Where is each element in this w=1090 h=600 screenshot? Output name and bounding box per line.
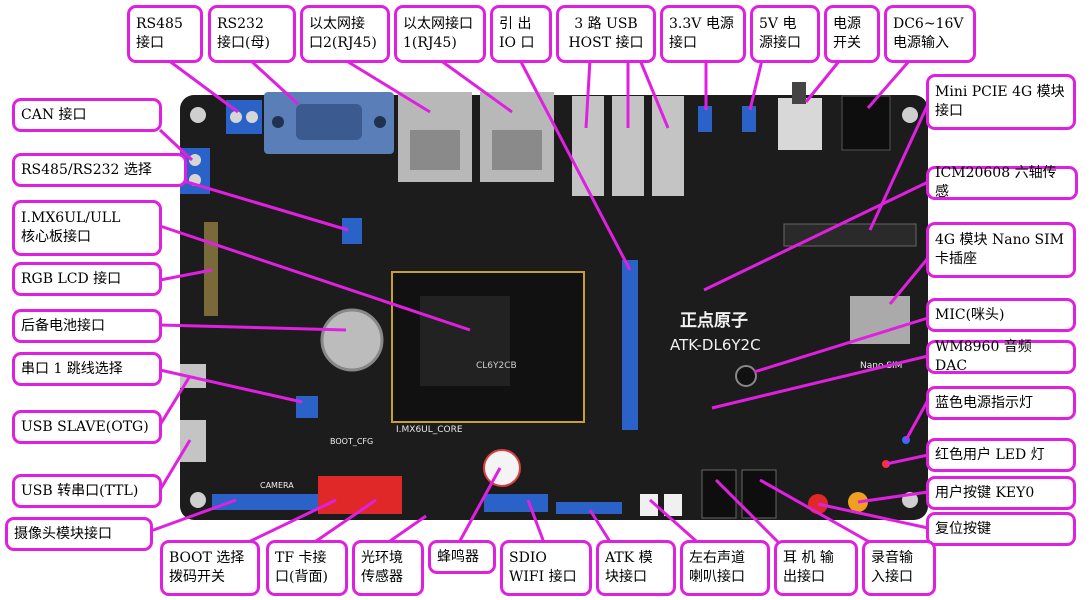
camera-header: [212, 494, 320, 510]
jumper-5v: [742, 106, 756, 132]
callout-usb-slave: USB SLAVE(OTG): [12, 410, 162, 444]
core-soc: [420, 296, 510, 386]
usart3-jumpers: [342, 218, 362, 244]
usb-ttl-jack: [180, 420, 206, 462]
io-header-pins: [622, 260, 638, 430]
callout-boot-switch: BOOT 选择 拨码开关: [160, 540, 260, 596]
callout-user-key: 用户按键 KEY0: [926, 476, 1076, 510]
callout-power-3v3: 3.3V 电源 接口: [660, 5, 746, 63]
callout-power-5v: 5V 电 源接口: [750, 5, 820, 63]
callout-usb-host: 3 路 USB HOST 接口: [556, 5, 656, 63]
callout-core-board: I.MX6UL/ULL 核心板接口: [12, 200, 162, 256]
callout-reset-key: 复位按键: [926, 512, 1076, 546]
callout-nano-sim: 4G 模块 Nano SIM 卡插座: [926, 222, 1076, 278]
callout-rgb-lcd: RGB LCD 接口: [12, 262, 162, 296]
callout-speaker: 左右声道 喇叭接口: [680, 540, 770, 596]
sim-slot: [850, 296, 910, 344]
callout-wm8960: WM8960 音频 DAC: [926, 339, 1076, 374]
callout-atk-module: ATK 模 块接口: [596, 540, 676, 596]
callout-sdio-wifi: SDIO WIFI 接口: [500, 540, 592, 596]
backup-battery-cell: [320, 308, 384, 372]
camera-silk: CAMERA: [260, 481, 294, 490]
speaker-left-connector: [640, 494, 658, 516]
callout-eth1-port: 以太网接口 1(RJ45): [394, 5, 486, 63]
model-silk: ATK-DL6Y2C: [670, 336, 761, 354]
jumper-3v3: [698, 106, 712, 132]
brand-silk: 正点原子: [680, 310, 748, 331]
callout-tf-card: TF 卡接 口(背面): [266, 540, 348, 596]
speaker-right-connector: [664, 494, 682, 516]
callout-line-in: 录音输 入接口: [862, 540, 936, 596]
mount-hole: [190, 107, 206, 123]
callout-backup-battery: 后备电池接口: [12, 309, 162, 343]
rs232-db9-shell: [296, 104, 362, 140]
callout-rs232-port: RS232 接口(母): [208, 5, 296, 63]
callout-light-sensor: 光环境 传感器: [352, 540, 424, 596]
dc-jack: [841, 95, 891, 151]
callout-dc-input: DC6~16V 电源输入: [884, 5, 976, 63]
callout-blue-led: 蓝色电源指示灯: [926, 386, 1076, 420]
callout-headphone: 耳 机 输 出接口: [774, 540, 858, 596]
boot-cfg-silk: BOOT_CFG: [330, 437, 373, 446]
callout-can-port: CAN 接口: [12, 98, 162, 132]
mount-hole: [190, 492, 206, 508]
callout-usb-ttl: USB 转串口(TTL): [12, 474, 162, 508]
callout-buzzer: 蜂鸣器: [428, 540, 496, 574]
callout-camera-module: 摄像头模块接口: [5, 517, 153, 551]
mount-hole: [902, 107, 918, 123]
callout-mini-pcie: Mini PCIE 4G 模块 接口: [926, 74, 1076, 130]
eth2-jack-opening: [410, 130, 460, 170]
power-switch-lever: [792, 82, 806, 104]
callout-io-header: 引 出 IO 口: [490, 5, 552, 63]
mic-capsule: [735, 365, 757, 387]
buzzer-body: [483, 449, 521, 487]
callout-uart1-jumper: 串口 1 跳线选择: [12, 352, 162, 386]
terminal-screw: [246, 111, 258, 123]
eth1-jack-opening: [492, 130, 542, 170]
terminal-screw: [230, 111, 242, 123]
mini-pcie-slot: [783, 223, 917, 247]
callout-icm20608: ICM20608 六轴传感: [926, 165, 1078, 200]
core-board-label: I.MX6UL_CORE: [396, 425, 463, 435]
callout-eth2-port: 以太网接 口2(RJ45): [300, 5, 390, 63]
callout-power-switch: 电源 开关: [824, 5, 880, 63]
core-chip-label: CL6Y2CB: [476, 361, 517, 371]
callout-rs-select: RS485/RS232 选择: [12, 153, 187, 187]
atk-module-header: [556, 502, 622, 514]
db9-screw: [272, 116, 284, 128]
callout-red-led: 红色用户 LED 灯: [926, 438, 1076, 472]
boot-dip-switch: [318, 476, 402, 514]
callout-mic: MIC(咪头): [926, 298, 1076, 332]
callout-rs485-port: RS485 接口: [127, 5, 203, 63]
db9-screw: [374, 116, 386, 128]
usb-host-3: [652, 96, 684, 196]
terminal-screw: [189, 154, 201, 166]
power-switch-body: [778, 98, 822, 150]
